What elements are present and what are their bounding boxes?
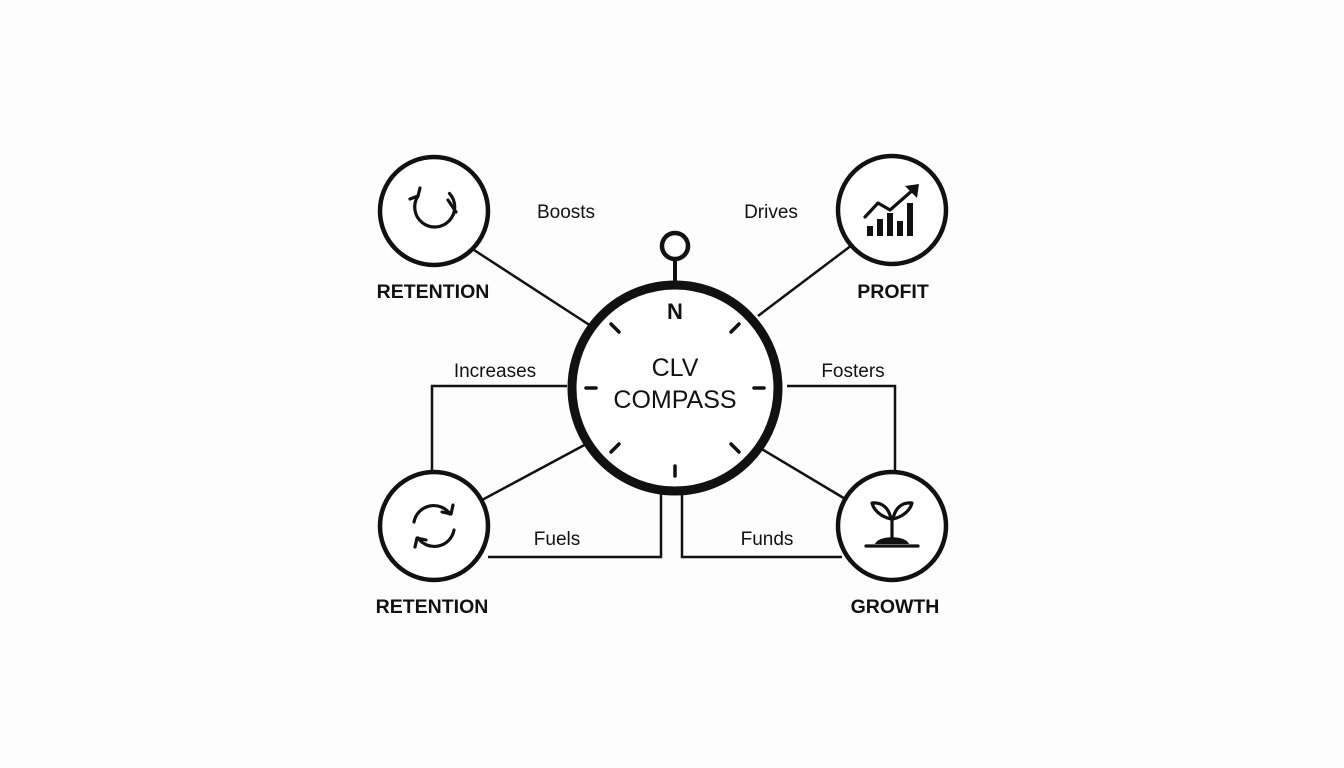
compass-title-line2: COMPASS [613, 386, 736, 414]
compass-pendant-ring [659, 230, 691, 262]
edge-label-fuels: Fuels [534, 529, 580, 550]
node-growth: GROWTH [835, 469, 949, 618]
cycle-arrow-icon [408, 186, 458, 229]
compass-tick-sw [609, 442, 621, 454]
connector-fosters [787, 384, 897, 470]
node-retention-top-ring [377, 154, 491, 268]
edge-label-funds: Funds [741, 529, 794, 550]
connector-funds [680, 493, 842, 559]
edge-label-fosters: Fosters [821, 361, 884, 382]
node-retention-bottom-label: RETENTION [376, 596, 489, 618]
node-retention-bottom-ring [377, 469, 491, 583]
node-retention-top: RETENTION [377, 154, 491, 303]
node-retention-top-label: RETENTION [377, 281, 490, 303]
compass-tick-ne [729, 322, 741, 334]
connector-growth [759, 446, 848, 502]
edge-labels: Boosts Drives Increases Fosters Fuels Fu… [454, 202, 885, 550]
rising-bar-chart-icon [863, 184, 919, 236]
connector-fuels [488, 493, 663, 559]
edge-label-drives: Drives [744, 202, 798, 223]
compass: N CLV COMPASS [567, 230, 783, 496]
connector-increases [430, 384, 567, 470]
connectors [430, 244, 897, 559]
connector-retention-top [473, 248, 592, 328]
refresh-arrows-icon [412, 503, 456, 549]
edge-label-boosts: Boosts [537, 202, 595, 223]
connector-profit [757, 244, 853, 317]
node-profit-label: PROFIT [857, 281, 929, 303]
compass-ticks [584, 322, 766, 478]
compass-tick-nw [609, 322, 621, 334]
sprout-icon [864, 501, 920, 548]
compass-title-line1: CLV [652, 354, 699, 382]
node-growth-label: GROWTH [851, 596, 940, 618]
compass-tick-se [729, 442, 741, 454]
edge-label-increases: Increases [454, 361, 536, 382]
connector-retention-bottom [481, 440, 591, 502]
node-retention-bottom: RETENTION [376, 469, 491, 618]
compass-north-marker: N [667, 299, 683, 324]
compass-ring [567, 280, 783, 496]
node-profit: PROFIT [835, 153, 949, 303]
